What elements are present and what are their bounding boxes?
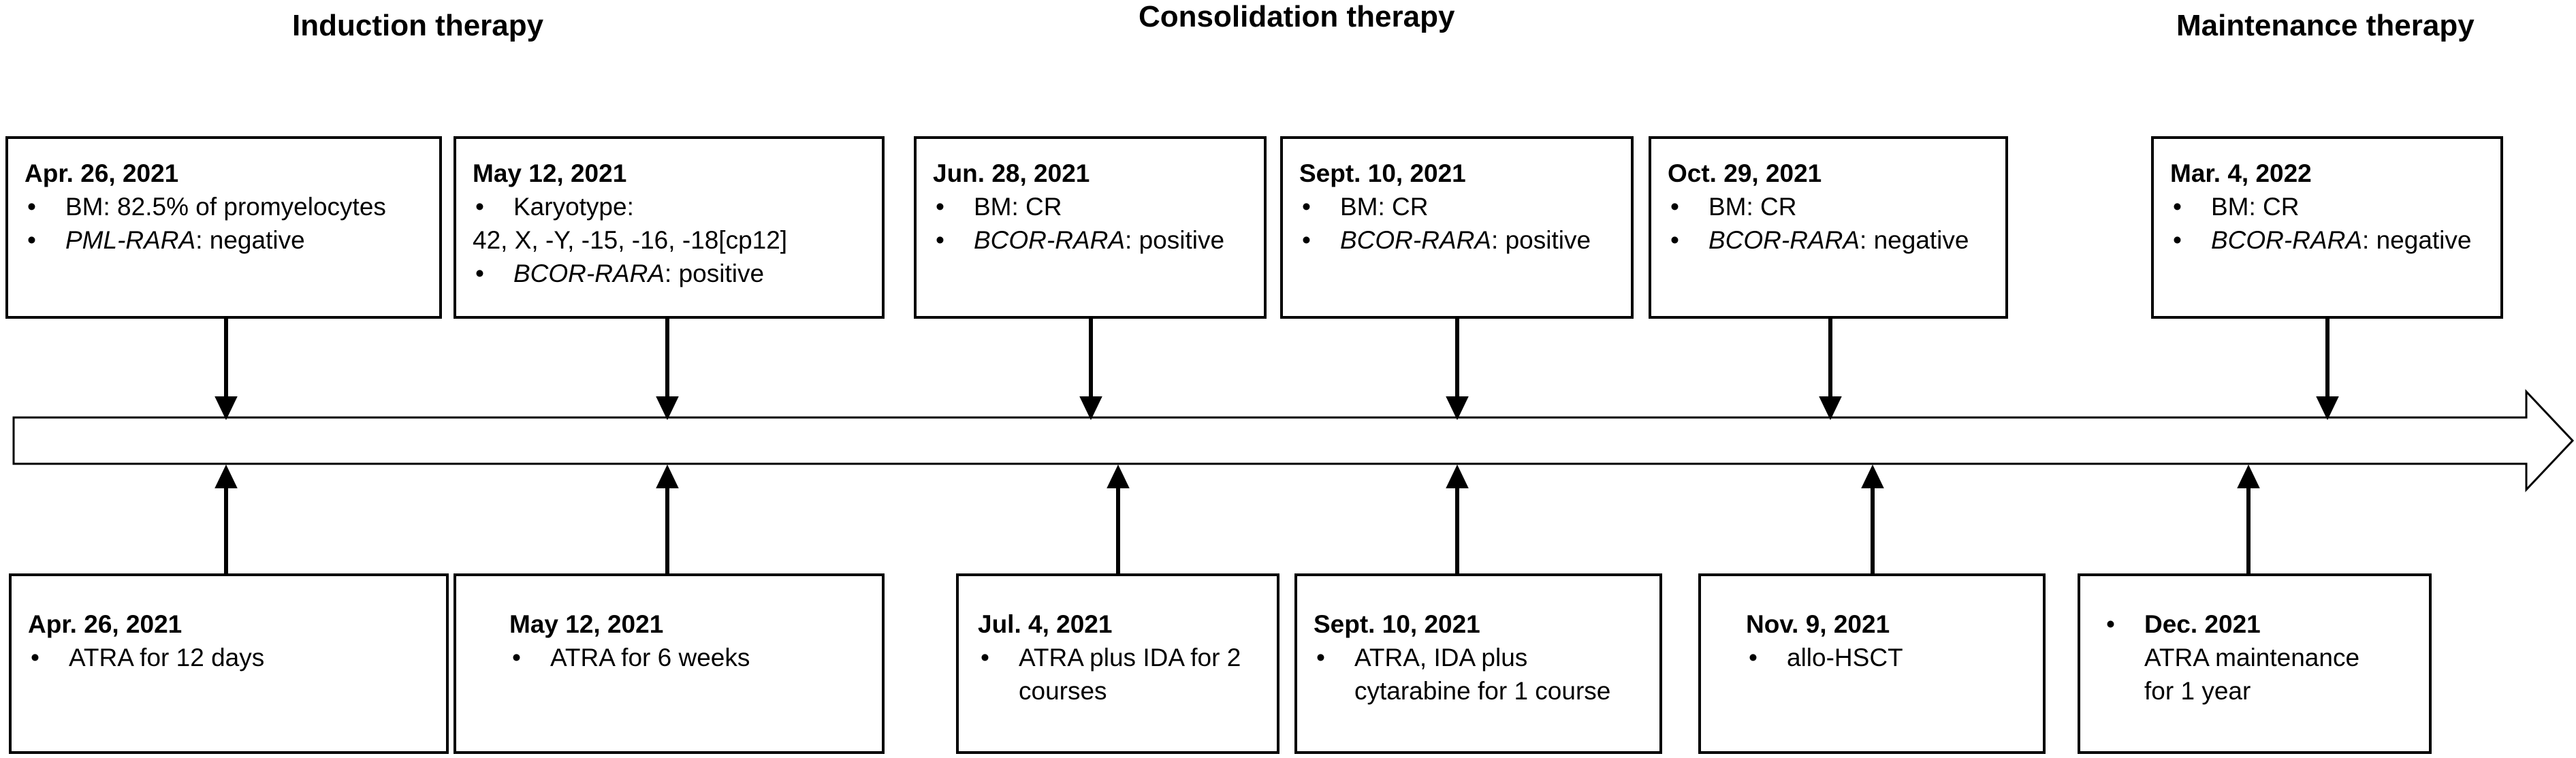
gene-name: BCOR-RARA xyxy=(513,259,665,287)
finding-box-3: Jun. 28, 2021 BM: CR BCOR-RARA: positive xyxy=(914,136,1267,319)
phase-maintenance-title: Maintenance therapy xyxy=(2176,9,2475,42)
arrowhead-icon xyxy=(1107,464,1130,488)
treatment-item: ATRA plus IDA for 2 courses xyxy=(978,641,1263,708)
finding-date: Mar. 4, 2022 xyxy=(2170,159,2312,187)
arrowhead-icon xyxy=(214,396,238,420)
treatment-date-bullet: Dec. 2021 xyxy=(2103,607,2415,641)
finding-item: PML-RARA: negative xyxy=(25,223,423,257)
treatment-box-5: Nov. 9, 2021 allo-HSCT xyxy=(1698,573,2046,754)
finding-item: BM: 82.5% of promyelocytes xyxy=(25,190,423,223)
finding-date: Sept. 10, 2021 xyxy=(1299,159,1466,187)
finding-date: May 12, 2021 xyxy=(473,159,627,187)
finding-item: BCOR-RARA: negative xyxy=(2170,223,2484,257)
timeline-arrow xyxy=(12,389,2575,492)
phase-consolidation-title: Consolidation therapy xyxy=(1139,0,1455,33)
karyotype-detail: 42, X, -Y, -15, -16, -18[cp12] xyxy=(473,226,788,254)
gene-name: BCOR-RARA xyxy=(974,226,1126,254)
finding-item: BCOR-RARA: positive xyxy=(933,223,1247,257)
treatment-box-3: Jul. 4, 2021 ATRA plus IDA for 2 courses xyxy=(956,573,1279,754)
gene-status: : negative xyxy=(1860,226,1969,254)
finding-item: BM: CR xyxy=(933,190,1247,223)
arrowhead-icon xyxy=(1861,464,1884,488)
treatment-item: ATRA for 12 days xyxy=(28,641,430,674)
treatment-box-4: Sept. 10, 2021 ATRA, IDA plus cytarabine… xyxy=(1294,573,1662,754)
finding-item: BCOR-RARA: negative xyxy=(1668,223,1989,257)
gene-status: : negative xyxy=(195,226,305,254)
arrowhead-icon xyxy=(214,464,238,488)
gene-name: BCOR-RARA xyxy=(2211,226,2363,254)
finding-date: Apr. 26, 2021 xyxy=(25,159,179,187)
finding-item: BM: CR xyxy=(1299,190,1615,223)
finding-box-6: Mar. 4, 2022 BM: CR BCOR-RARA: negative xyxy=(2151,136,2503,319)
finding-item: BCOR-RARA: positive xyxy=(1299,223,1615,257)
treatment-item: allo-HSCT xyxy=(1746,641,2026,674)
finding-date: Oct. 29, 2021 xyxy=(1668,159,1822,187)
arrowhead-icon xyxy=(656,396,679,420)
finding-connectors xyxy=(214,319,2339,420)
treatment-date: Nov. 9, 2021 xyxy=(1746,610,1890,638)
arrowhead-icon xyxy=(2237,464,2260,488)
gene-status: : negative xyxy=(2362,226,2472,254)
finding-item: BM: CR xyxy=(1668,190,1989,223)
treatment-date: Apr. 26, 2021 xyxy=(28,610,182,638)
arrowhead-icon xyxy=(656,464,679,488)
treatment-box-6: Dec. 2021 ATRA maintenance for 1 year xyxy=(2078,573,2432,754)
finding-item: BM: CR xyxy=(2170,190,2484,223)
arrowhead-icon xyxy=(1819,396,1842,420)
treatment-box-2: May 12, 2021 ATRA for 6 weeks xyxy=(454,573,885,754)
treatment-item: ATRA maintenance for 1 year xyxy=(2144,644,2360,705)
finding-box-2: May 12, 2021 Karyotype: 42, X, -Y, -15, … xyxy=(454,136,885,319)
treatment-box-1: Apr. 26, 2021 ATRA for 12 days xyxy=(9,573,449,754)
finding-box-5: Oct. 29, 2021 BM: CR BCOR-RARA: negative xyxy=(1649,136,2008,319)
treatment-date: Dec. 2021 xyxy=(2144,610,2261,638)
gene-name: PML-RARA xyxy=(65,226,196,254)
treatment-date: May 12, 2021 xyxy=(509,610,664,638)
treatment-item: ATRA, IDA plus cytarabine for 1 course xyxy=(1314,641,1646,708)
finding-box-1: Apr. 26, 2021 BM: 82.5% of promyelocytes… xyxy=(5,136,442,319)
treatment-date: Jul. 4, 2021 xyxy=(978,610,1113,638)
arrowhead-icon xyxy=(1446,464,1469,488)
gene-name: BCOR-RARA xyxy=(1708,226,1860,254)
finding-box-4: Sept. 10, 2021 BM: CR BCOR-RARA: positiv… xyxy=(1280,136,1634,319)
gene-status: : positive xyxy=(1491,226,1591,254)
gene-status: : positive xyxy=(665,259,765,287)
arrowhead-icon xyxy=(1446,396,1469,420)
gene-status: : positive xyxy=(1125,226,1225,254)
finding-date: Jun. 28, 2021 xyxy=(933,159,1090,187)
phase-induction-title: Induction therapy xyxy=(292,9,544,42)
treatment-date: Sept. 10, 2021 xyxy=(1314,610,1480,638)
finding-item: BCOR-RARA: positive xyxy=(473,257,865,290)
arrowhead-icon xyxy=(2316,396,2339,420)
treatment-item: ATRA for 6 weeks xyxy=(509,641,865,674)
finding-item: Karyotype: xyxy=(473,190,865,223)
gene-name: BCOR-RARA xyxy=(1340,226,1492,254)
arrowhead-icon xyxy=(1079,396,1102,420)
treatment-connectors xyxy=(214,464,2260,573)
